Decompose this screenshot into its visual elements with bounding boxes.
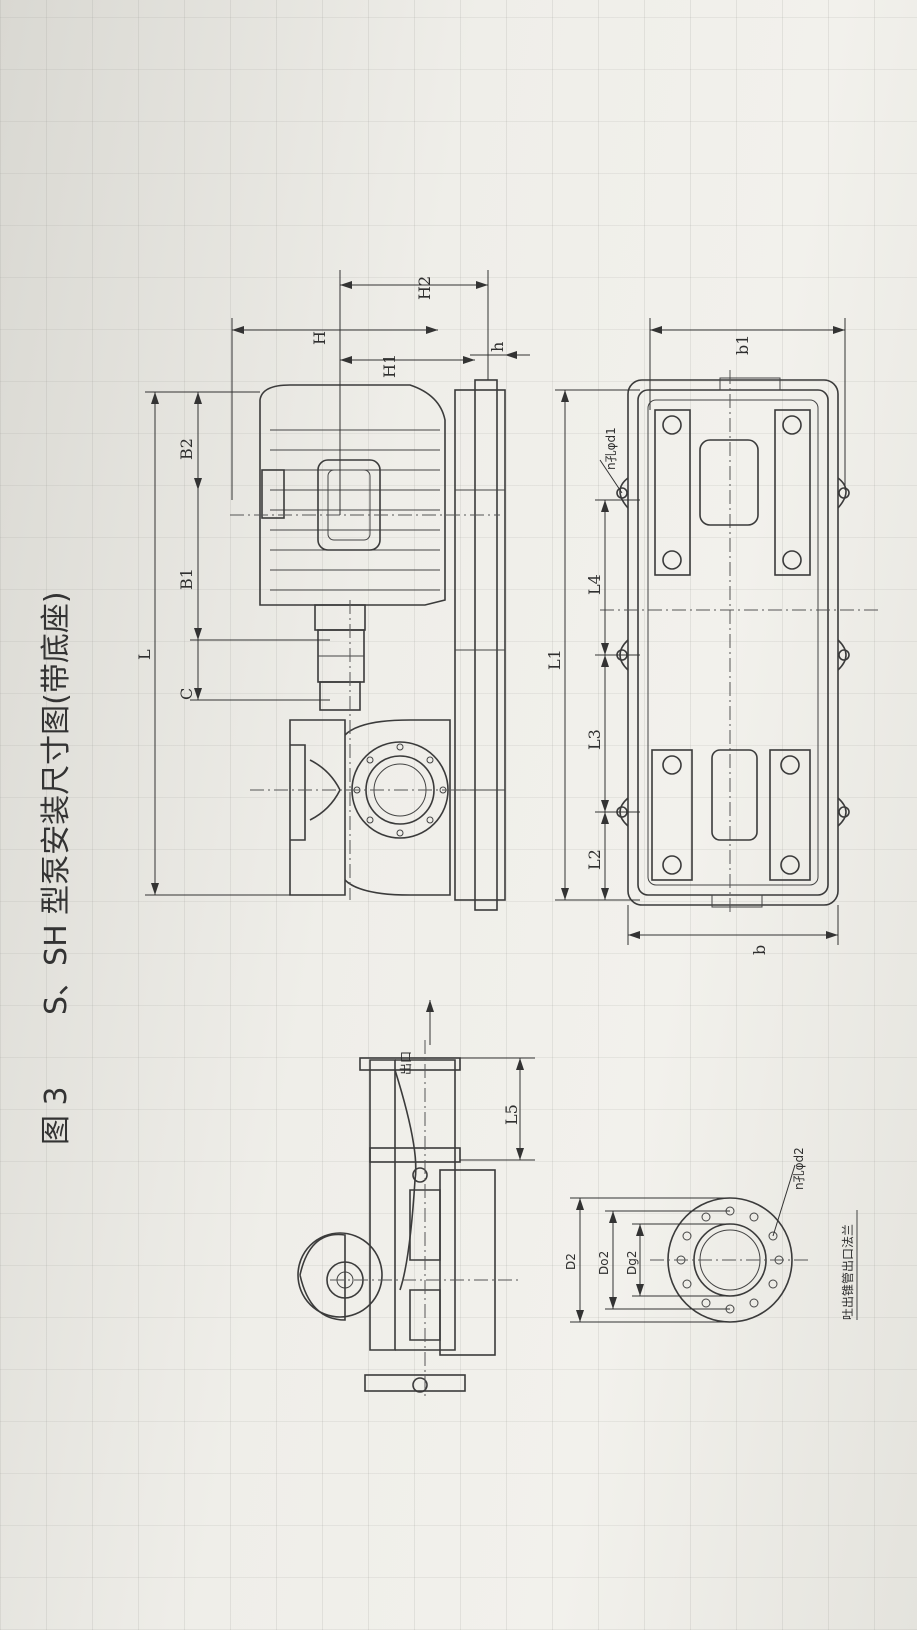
outlet-flange-detail: D2 Do2 Dg2 n孔φd2 吐出锥管出口法兰 <box>564 1147 858 1323</box>
figure-number: 图 3 <box>39 1086 74 1145</box>
motor-foot-plate <box>654 409 691 576</box>
motor-body <box>259 384 446 606</box>
dim-b1: b1 <box>733 335 752 355</box>
base-window <box>711 749 758 841</box>
figure-title: S、SH 型泵安装尺寸图(带底座) <box>39 591 74 1015</box>
label-holes-d2: n孔φd2 <box>792 1147 806 1190</box>
dim-Do2: Do2 <box>597 1251 611 1275</box>
figure-caption: 图 3 S、SH 型泵安装尺寸图(带底座) <box>39 591 74 1145</box>
pump-foot-plate <box>651 749 693 881</box>
base-frame <box>454 389 506 901</box>
dim-D2: D2 <box>564 1253 578 1270</box>
dim-B1: B1 <box>177 568 196 590</box>
dim-H: H <box>310 331 329 345</box>
motor-cooling-fins <box>270 429 440 591</box>
pump-casing <box>289 719 346 896</box>
discharge-flange <box>369 1147 461 1163</box>
dim-Dg2: Dg2 <box>625 1251 639 1276</box>
base-window <box>699 439 759 526</box>
dim-b: b <box>750 945 769 955</box>
label-outlet: 出口 <box>399 1051 413 1075</box>
pump-foot-plate <box>769 749 811 881</box>
dim-H1: H1 <box>380 354 399 378</box>
dim-L1: L1 <box>545 649 564 670</box>
dim-L: L <box>135 649 154 660</box>
base-plan-view <box>600 370 880 915</box>
pump-volute <box>297 1232 383 1318</box>
dim-C: C <box>177 688 196 700</box>
motor-shaft <box>314 604 366 631</box>
dim-B2: B2 <box>177 438 196 460</box>
pump-stand <box>439 1169 496 1356</box>
pump-end-view: 出口 L5 <box>297 1000 535 1400</box>
flange-caption: 吐出锥管出口法兰 <box>840 1224 855 1320</box>
dim-L5: L5 <box>502 1104 521 1125</box>
side-elevation <box>230 379 506 911</box>
base-outline <box>627 379 839 906</box>
dim-L2: L2 <box>585 849 604 870</box>
dim-L4: L4 <box>585 574 604 595</box>
dim-H2: H2 <box>415 276 434 300</box>
motor-foot-plate <box>774 409 811 576</box>
terminal-box <box>261 469 285 519</box>
dim-h: h <box>488 342 507 352</box>
label-holes-d1: n孔φd1 <box>604 427 618 470</box>
dim-L3: L3 <box>585 729 604 750</box>
side-elevation-dimensions: L B2 B1 C H H2 H1 h <box>135 270 530 896</box>
base-plan-dimensions: b1 b L1 L4 L3 L2 n孔φd1 <box>545 318 846 955</box>
motor-nameplate <box>317 459 381 551</box>
